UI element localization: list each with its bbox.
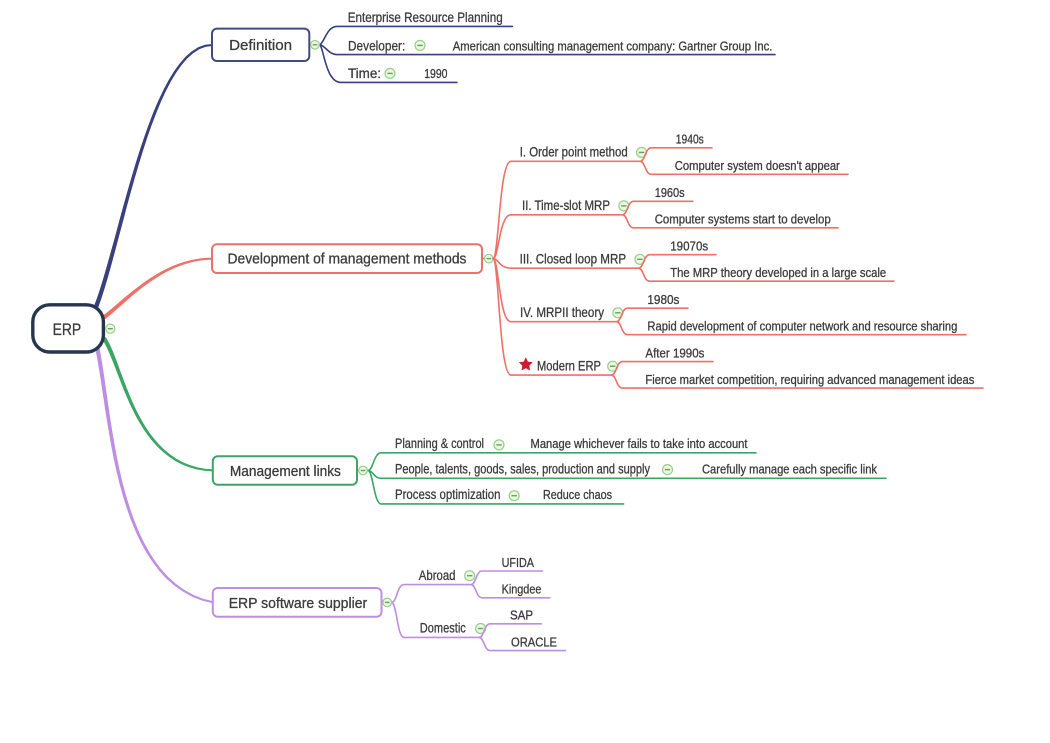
svg-text:Enterprise Resource Planning: Enterprise Resource Planning	[348, 9, 503, 25]
svg-text:American consulting management: American consulting management company: …	[453, 38, 773, 53]
svg-text:ORACLE: ORACLE	[511, 634, 557, 649]
svg-text:People, talents, goods, sales,: People, talents, goods, sales, productio…	[395, 461, 650, 477]
svg-text:Manage whichever fails to take: Manage whichever fails to take into acco…	[531, 436, 748, 451]
svg-text:ERP software supplier: ERP software supplier	[229, 595, 368, 612]
svg-text:Fierce market competition, req: Fierce market competition, requiring adv…	[645, 372, 974, 387]
svg-text:Computer systems start to deve: Computer systems start to develop	[655, 212, 831, 227]
svg-text:Definition: Definition	[229, 37, 292, 54]
svg-text:IV. MRPII theory: IV. MRPII theory	[520, 304, 604, 320]
svg-text:Abroad: Abroad	[419, 567, 456, 583]
svg-text:Carefully manage each specific: Carefully manage each specific link	[702, 462, 877, 477]
svg-text:Domestic: Domestic	[420, 620, 466, 636]
svg-text:Computer system doesn't appear: Computer system doesn't appear	[675, 158, 841, 173]
svg-text:19070s: 19070s	[670, 239, 708, 254]
svg-text:UFIDA: UFIDA	[502, 555, 535, 570]
svg-text:Kingdee: Kingdee	[502, 582, 542, 597]
svg-text:1960s: 1960s	[655, 185, 685, 200]
svg-text:Process optimization: Process optimization	[395, 486, 501, 502]
svg-text:Management links: Management links	[230, 463, 341, 480]
svg-text:Reduce chaos: Reduce chaos	[543, 487, 612, 502]
svg-text:SAP: SAP	[510, 608, 533, 623]
svg-text:1990: 1990	[424, 66, 447, 81]
svg-text:Development of management meth: Development of management methods	[228, 251, 467, 268]
svg-text:ERP: ERP	[53, 320, 82, 339]
svg-text:Planning & control: Planning & control	[395, 435, 484, 451]
svg-text:After 1990s: After 1990s	[645, 345, 704, 360]
svg-text:Time:: Time:	[348, 65, 381, 81]
svg-text:1940s: 1940s	[676, 132, 704, 147]
svg-text:II. Time-slot MRP: II. Time-slot MRP	[522, 197, 610, 213]
svg-text:Rapid development of computer: Rapid development of computer network an…	[647, 319, 957, 334]
svg-text:Developer:: Developer:	[348, 37, 405, 53]
svg-text:III. Closed loop MRP: III. Closed loop MRP	[520, 250, 627, 266]
svg-text:Modern ERP: Modern ERP	[537, 357, 601, 373]
svg-text:The MRP theory developed in a: The MRP theory developed in a large scal…	[670, 265, 886, 280]
svg-text:1980s: 1980s	[647, 292, 679, 307]
svg-text:I. Order point method: I. Order point method	[520, 144, 628, 160]
